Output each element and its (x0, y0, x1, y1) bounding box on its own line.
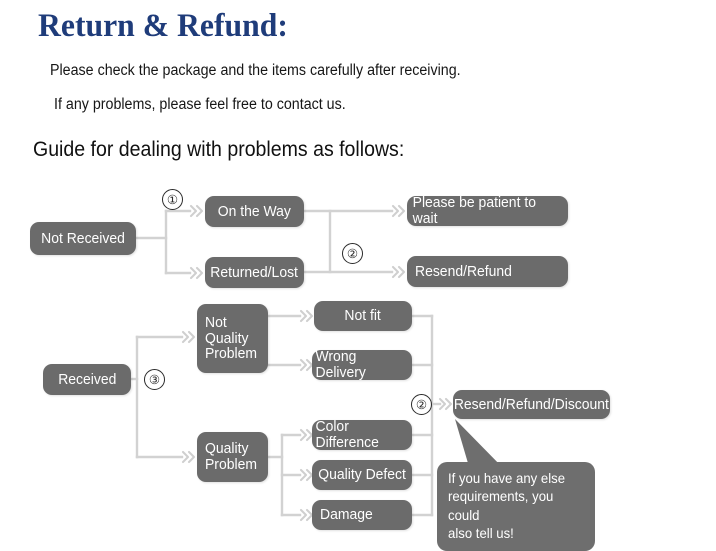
flow-node-please-wait: Please be patient to wait (407, 194, 568, 227)
flow-node-color-difference: Color Difference (312, 418, 412, 451)
flow-node-label: Not Received (41, 229, 125, 247)
flow-node-label: Resend/Refund/Discount (453, 395, 610, 413)
flow-node-resend-refund-discount: Resend/Refund/Discount (453, 390, 610, 419)
flow-node-label: Not Quality Problem (205, 313, 257, 363)
flow-node-not-received: Not Received (30, 222, 136, 255)
page-title: Return & Refund: (38, 8, 288, 44)
instruction-line-2: If any problems, please feel free to con… (54, 96, 346, 113)
flow-node-wrong-delivery: Wrong Delivery (312, 348, 412, 381)
flow-node-resend-refund: Resend/Refund (407, 256, 568, 287)
flow-node-not-fit: Not fit (314, 301, 412, 331)
flow-node-on-the-way: On the Way (205, 196, 304, 227)
return-refund-infographic: Return & Refund: Please check the packag… (30, 8, 610, 551)
instruction-line-1: Please check the package and the items c… (50, 62, 461, 79)
flow-node-returned-lost: Returned/Lost (205, 257, 304, 288)
flow-node-label: Color Difference (315, 418, 379, 451)
flow-node-label: Resend/Refund (415, 262, 512, 280)
callout-note: If you have any else requirements, you c… (437, 462, 595, 551)
callout-text: If you have any else requirements, you c… (448, 470, 566, 542)
flow-node-label: Damage (320, 506, 373, 524)
flow-node-received: Received (43, 364, 131, 395)
flow-node-damage: Damage (312, 500, 412, 530)
flow-node-label: Not fit (344, 307, 382, 325)
flow-node-label: On the Way (217, 202, 292, 220)
flow-node-label: Wrong Delivery (315, 348, 366, 381)
flow-node-not-quality: Not Quality Problem (197, 304, 268, 373)
step-marker-step-2-top: ② (342, 243, 363, 264)
step-marker-step-1: ① (162, 189, 183, 210)
flow-node-label: Returned/Lost (210, 263, 299, 281)
flow-node-label: Quality Defect (318, 466, 406, 484)
step-marker-step-2-bottom: ② (411, 394, 432, 415)
flow-connectors (129, 204, 505, 522)
step-marker-step-3: ③ (144, 369, 165, 390)
callout-tail (455, 419, 505, 470)
flow-node-label: Quality Problem (205, 440, 257, 473)
flow-node-label: Received (57, 370, 117, 388)
guide-heading: Guide for dealing with problems as follo… (33, 138, 405, 161)
flow-node-quality-defect: Quality Defect (312, 460, 412, 490)
flow-node-quality-problem: Quality Problem (197, 432, 268, 482)
flow-node-label: Please be patient to wait (412, 194, 536, 227)
